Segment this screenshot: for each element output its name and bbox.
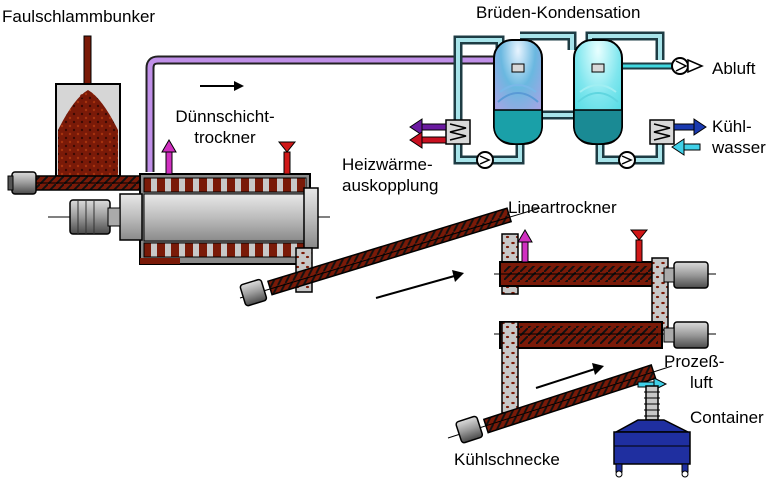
condensate-outlet-marker-icon <box>277 141 297 175</box>
container <box>613 385 691 478</box>
linear-dryer <box>494 233 716 417</box>
condenser-vessel-2 <box>573 39 623 145</box>
motor-icon <box>7 171 37 195</box>
vapor-condensation-label: Brüden-Kondensation <box>476 3 641 22</box>
heat-exchanger-icon <box>445 119 471 145</box>
process-air-label-line1: Prozeß- <box>664 352 725 371</box>
sludge-bunker-label: Faulschlammbunker <box>2 7 156 26</box>
sludge-bunker <box>55 35 121 177</box>
exhaust-air-label: Abluft <box>712 59 756 78</box>
container-label: Container <box>690 408 764 427</box>
heat-extraction-label-line1: Heizwärme- <box>342 155 433 174</box>
thin-film-dryer <box>48 173 330 265</box>
cooling-water-label-line2: wasser <box>712 138 766 157</box>
heat-exchanger-icon <box>649 119 675 145</box>
motor-icon <box>239 278 268 307</box>
process-air-label-line2: luft <box>690 373 713 392</box>
vapor-pipe <box>145 55 513 172</box>
heat-output-arrows <box>409 118 447 149</box>
flow-arrow-icon <box>200 81 244 91</box>
steam-inlet-marker-icon <box>517 229 533 263</box>
inclined-screw-conveyor <box>239 207 541 299</box>
pump-icon <box>476 151 494 169</box>
motor-icon <box>69 199 121 235</box>
cooling-water-arrows <box>671 118 707 156</box>
linear-dryer-label: Lineartrockner <box>508 198 617 217</box>
condensate-outlet-marker-icon <box>629 229 649 263</box>
flow-arrow-icon <box>535 363 604 389</box>
condenser-vessel-1 <box>493 39 543 145</box>
exhaust-fan-icon <box>671 57 704 75</box>
thin-film-dryer-label-line1: Dünnschicht- <box>175 107 275 126</box>
motor-icon <box>663 261 709 289</box>
flow-arrow-icon <box>375 270 464 299</box>
pump-icon <box>618 151 636 169</box>
thin-film-dryer-label-line2: trockner <box>194 128 256 147</box>
steam-inlet-marker-icon <box>161 139 177 175</box>
cooling-screw <box>447 364 673 439</box>
motor-icon <box>663 321 709 349</box>
condenser-piping <box>453 31 672 165</box>
motor-icon <box>455 415 484 444</box>
cooling-water-label-line1: Kühl- <box>712 117 752 136</box>
cooling-screw-label: Kühlschnecke <box>454 450 560 469</box>
heat-extraction-label-line2: auskopplung <box>342 176 439 195</box>
